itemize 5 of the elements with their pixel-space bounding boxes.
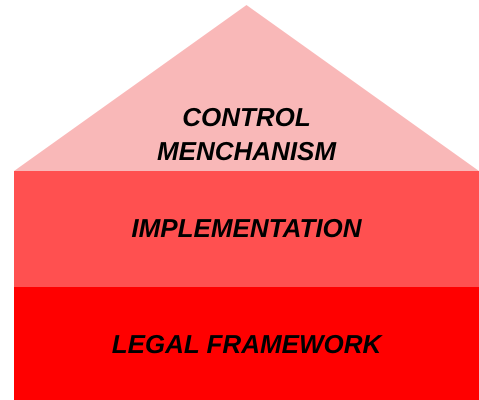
layer-label: IMPLEMENTATION: [130, 212, 363, 245]
layer-label: LEGAL FRAMEWORK: [110, 328, 384, 361]
layer-band: [14, 171, 479, 287]
layer-label: CONTROL MENCHANISM: [156, 101, 338, 168]
layer-band: [14, 287, 479, 400]
